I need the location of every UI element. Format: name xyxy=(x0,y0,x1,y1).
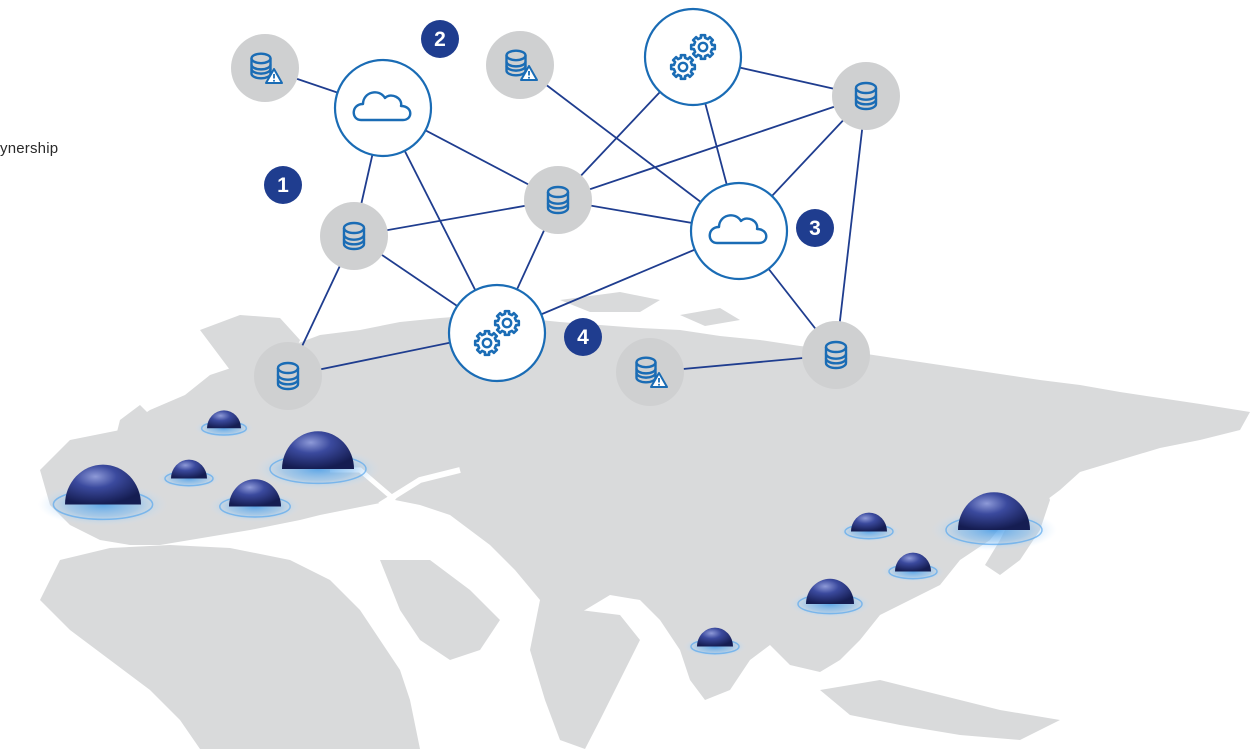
step-badges: 1 2 3 4 xyxy=(264,20,834,356)
warning-db-b xyxy=(486,31,554,99)
arctic-islands xyxy=(560,292,660,312)
gears-icon xyxy=(473,309,521,357)
warning-db-c xyxy=(616,338,684,406)
cloud-right xyxy=(689,181,789,281)
database-warning-icon xyxy=(635,356,668,388)
hotspot-korea xyxy=(837,512,901,542)
database-warning-icon xyxy=(250,52,283,84)
hotspot-china-e xyxy=(788,578,872,618)
caption-fragment: ynership xyxy=(0,140,59,157)
gears-center xyxy=(447,283,547,383)
database-icon xyxy=(824,340,848,370)
arctic-islands-2 xyxy=(680,308,740,326)
hotspot-se-asia xyxy=(683,627,747,657)
eurasia-landmass xyxy=(40,315,1250,700)
badge-3-label: 3 xyxy=(809,217,821,240)
badge-4-label: 4 xyxy=(577,326,589,349)
india-landmass xyxy=(530,600,640,749)
gears-top xyxy=(643,7,743,107)
hotspot-europe-w xyxy=(37,464,169,527)
edge-db-top-right-db-center xyxy=(557,95,867,201)
badge-4: 4 xyxy=(564,318,602,356)
hotspot-scandinavia xyxy=(255,431,381,490)
db-left xyxy=(320,202,388,270)
database-icon xyxy=(854,81,878,111)
cloud-left xyxy=(333,58,433,158)
database-icon xyxy=(546,185,570,215)
uk-landmass xyxy=(115,405,155,452)
edge-db-top-right-db-bottom-right xyxy=(835,95,867,356)
arabia-landmass xyxy=(380,560,500,660)
hotspot-europe-n xyxy=(194,410,254,439)
badge-1-label: 1 xyxy=(277,174,289,197)
cloud-icon xyxy=(708,214,768,245)
hotspot-europe-s xyxy=(208,479,302,522)
database-icon xyxy=(342,221,366,251)
hotspot-japan xyxy=(931,492,1057,551)
badge-2-label: 2 xyxy=(434,28,446,51)
cloud-icon xyxy=(352,91,412,122)
db-top-right xyxy=(832,62,900,130)
badge-3: 3 xyxy=(796,209,834,247)
badge-2: 2 xyxy=(421,20,459,58)
db-bottom-right xyxy=(802,321,870,389)
gears-icon xyxy=(669,33,717,81)
hotspot-europe-c xyxy=(157,459,221,489)
warning-db-a xyxy=(231,34,299,102)
database-warning-icon xyxy=(505,49,538,81)
africa-landmass xyxy=(40,545,420,749)
edge-db-center-db-left xyxy=(353,199,559,237)
hotspot-layer xyxy=(37,410,1057,657)
world-map xyxy=(40,292,1250,749)
database-icon xyxy=(276,361,300,391)
hotspot-japan-s xyxy=(881,552,945,582)
db-bottom-left xyxy=(254,342,322,410)
sea-islands xyxy=(820,680,1060,740)
badge-1: 1 xyxy=(264,166,302,204)
network-nodes xyxy=(231,7,900,410)
db-center xyxy=(524,166,592,234)
